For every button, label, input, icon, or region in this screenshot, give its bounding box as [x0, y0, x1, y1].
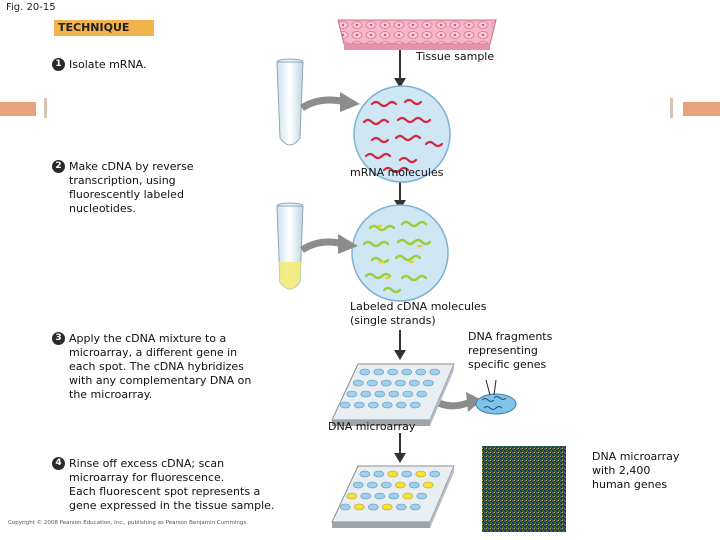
- step-4-text: Rinse off excess cDNA; scan microarray f…: [69, 457, 275, 512]
- microarray-spot: [381, 503, 393, 511]
- microarray-spot: [381, 401, 393, 409]
- step-2-number: 2: [52, 160, 65, 173]
- cdna-circle: [351, 204, 449, 302]
- labeled-cdna-label: Labeled cDNA molecules (single strands): [350, 300, 487, 327]
- microarray-spot: [395, 503, 407, 511]
- microarray-spot: [388, 390, 400, 398]
- microarray-spot: [339, 401, 351, 409]
- copyright-notice: Copyright © 2008 Pearson Education, Inc.…: [8, 520, 249, 526]
- curved-arrow-2: [300, 234, 358, 254]
- microarray-spot: [415, 470, 427, 478]
- microarray-spot: [409, 503, 421, 511]
- microarray-spot: [352, 379, 364, 387]
- microarray-spot: [374, 492, 386, 500]
- scanned-microarray-image: [482, 446, 566, 532]
- microarray-spot: [422, 481, 434, 489]
- step-3-text: Apply the cDNA mixture to a microarray, …: [69, 332, 252, 401]
- arrow-microarray-to-scanned: [394, 433, 406, 463]
- microarray-spot: [394, 481, 406, 489]
- microarray-spot: [373, 470, 385, 478]
- microarray-spot: [387, 470, 399, 478]
- tissue-sample-block: [337, 19, 497, 50]
- mrna-circle: [353, 85, 451, 183]
- microarray-spot: [429, 470, 441, 478]
- microarray-spot: [367, 401, 379, 409]
- microarray-spot: [416, 492, 428, 500]
- microarray-spot: [366, 481, 378, 489]
- dna-microarray-2400-label: DNA microarray with 2,400 human genes: [592, 450, 680, 491]
- microarray-spot: [388, 492, 400, 500]
- microarray-slide: [331, 363, 455, 426]
- microarray-spot: [408, 481, 420, 489]
- microarray-spot: [359, 470, 371, 478]
- dna-microarray-label: DNA microarray: [328, 420, 416, 433]
- microarray-spot: [387, 368, 399, 376]
- microarray-spot: [353, 401, 365, 409]
- mrna-molecules-label: mRNA molecules: [350, 166, 444, 179]
- dna-fragments-circle: [475, 379, 517, 415]
- microarray-spot: [380, 379, 392, 387]
- microarray-spot: [353, 503, 365, 511]
- microarray-spot: [366, 379, 378, 387]
- tissue-sample-label: Tissue sample: [416, 50, 495, 63]
- microarray-spot: [359, 368, 371, 376]
- arrow-cdna-to-microarray: [394, 330, 406, 360]
- microarray-spot: [409, 401, 421, 409]
- step-1-number: 1: [52, 58, 65, 71]
- right-accent-bar: [683, 102, 720, 116]
- microarray-spot: [373, 368, 385, 376]
- arrow-tissue-to-mrna: [394, 50, 406, 88]
- microarray-spot: [401, 368, 413, 376]
- microarray-spot: [346, 492, 358, 500]
- left-accent-bar: [0, 102, 36, 116]
- microarray-spot: [380, 481, 392, 489]
- curved-arrow-1: [300, 92, 360, 112]
- test-tube-2: [276, 202, 304, 290]
- microarray-spot: [352, 481, 364, 489]
- microarray-spot: [402, 390, 414, 398]
- dna-fragments-label: DNA fragments representing specific gene…: [468, 330, 553, 371]
- left-accent-line: [44, 98, 47, 118]
- step-1-text: Isolate mRNA.: [69, 58, 147, 71]
- microarray-spot: [416, 390, 428, 398]
- scanned-microarray-slide: [331, 465, 455, 528]
- microarray-spot: [367, 503, 379, 511]
- microarray-spot: [401, 470, 413, 478]
- right-accent-line: [670, 98, 673, 118]
- microarray-spot: [374, 390, 386, 398]
- microarray-spot: [429, 368, 441, 376]
- figure-label: Fig. 20-15: [6, 2, 56, 13]
- test-tube-1: [276, 58, 304, 146]
- step-4-number: 4: [52, 457, 65, 470]
- step-3-number: 3: [52, 332, 65, 345]
- microarray-spot: [402, 492, 414, 500]
- technique-banner: TECHNIQUE: [54, 20, 154, 36]
- microarray-spot: [415, 368, 427, 376]
- microarray-spot: [360, 492, 372, 500]
- step-2-text: Make cDNA by reverse transcription, usin…: [69, 160, 194, 215]
- microarray-spot: [339, 503, 351, 511]
- microarray-spot: [422, 379, 434, 387]
- microarray-spot: [394, 379, 406, 387]
- microarray-spot: [346, 390, 358, 398]
- microarray-spot: [395, 401, 407, 409]
- microarray-spot: [360, 390, 372, 398]
- microarray-spot: [408, 379, 420, 387]
